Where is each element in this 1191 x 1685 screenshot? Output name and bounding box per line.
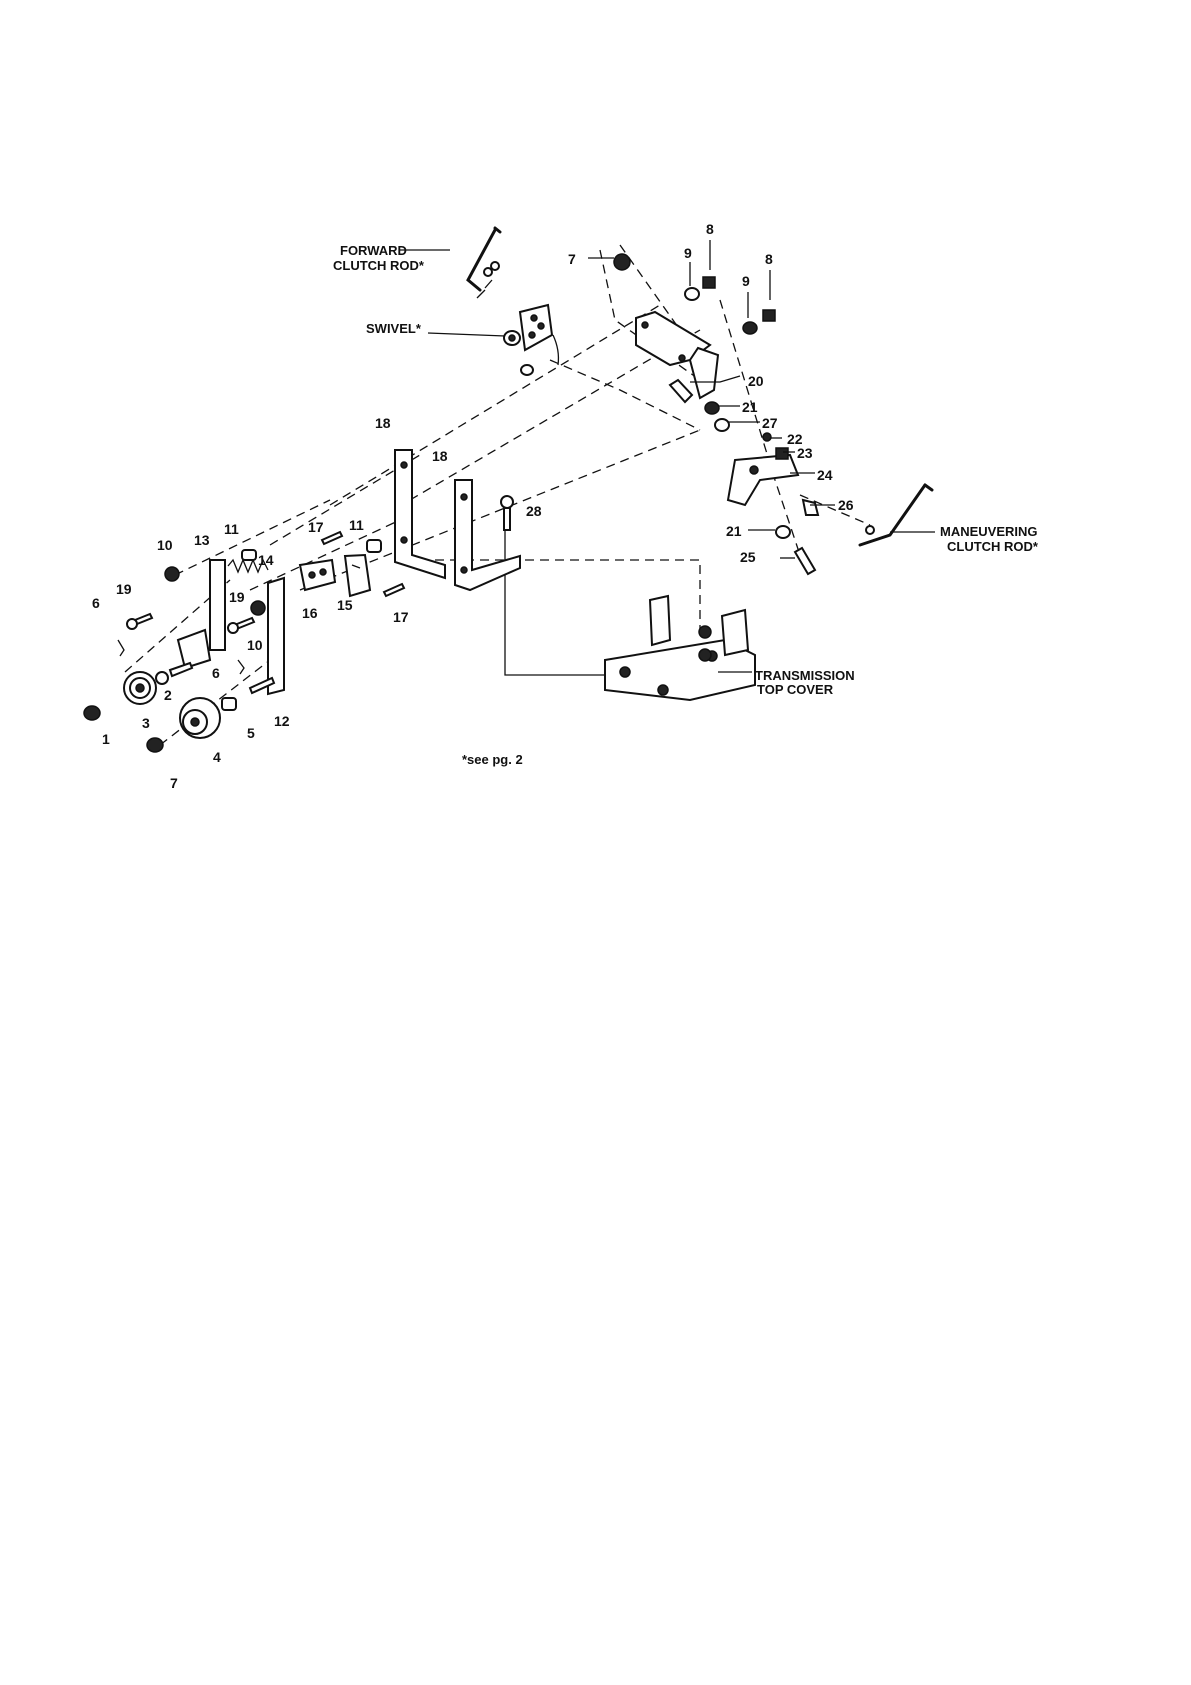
hardware-top-right	[614, 254, 818, 574]
callout-7-bottom: 7	[170, 775, 178, 791]
callout-9-left: 9	[684, 245, 692, 261]
lever-24	[670, 380, 798, 505]
callout-24: 24	[817, 467, 833, 483]
callout-4: 4	[213, 749, 221, 765]
callout-2: 2	[164, 687, 172, 703]
callout-14: 14	[258, 552, 274, 568]
callout-19-mid: 19	[229, 589, 245, 605]
transmission-top-cover-label-2: TOP COVER	[757, 682, 834, 697]
callout-18-right: 18	[432, 448, 448, 464]
callout-6-left: 6	[92, 595, 100, 611]
callout-12: 12	[274, 713, 290, 729]
callout-10-left: 10	[157, 537, 173, 553]
callout-13: 13	[194, 532, 210, 548]
bolt-28	[501, 496, 513, 530]
swivel-label: SWIVEL*	[366, 321, 422, 336]
callout-1: 1	[102, 731, 110, 747]
callout-3: 3	[142, 715, 150, 731]
callout-18-left: 18	[375, 415, 391, 431]
callout-11-left: 11	[224, 521, 239, 537]
callout-6-mid: 6	[212, 665, 220, 681]
callout-19-left: 19	[116, 581, 132, 597]
callout-21-top: 21	[742, 399, 758, 415]
callout-28: 28	[526, 503, 542, 519]
callout-11-right: 11	[349, 517, 364, 533]
callout-9-right: 9	[742, 273, 750, 289]
callout-17-top: 17	[308, 519, 324, 535]
maneuvering-clutch-rod-label-1: MANEUVERING	[940, 524, 1038, 539]
callout-8-right: 8	[765, 251, 773, 267]
callout-27: 27	[762, 415, 778, 431]
left-arm-assembly	[84, 532, 404, 752]
forward-clutch-rod	[468, 228, 500, 298]
callout-23: 23	[797, 445, 813, 461]
callout-15: 15	[337, 597, 353, 613]
maneuvering-clutch-rod-label-2: CLUTCH ROD*	[947, 539, 1039, 554]
swivel-part	[504, 305, 558, 375]
transmission-top-cover-label-1: TRANSMISSION	[755, 668, 855, 683]
forward-clutch-rod-label-1: FORWARD	[340, 243, 407, 258]
callout-5: 5	[247, 725, 255, 741]
maneuvering-clutch-rod	[860, 485, 932, 545]
callout-10-mid: 10	[247, 637, 263, 653]
callout-25: 25	[740, 549, 756, 565]
callout-16: 16	[302, 605, 318, 621]
callout-17-bottom: 17	[393, 609, 409, 625]
callout-20: 20	[748, 373, 764, 389]
callout-8-left: 8	[706, 221, 714, 237]
callout-21-bottom: 21	[726, 523, 742, 539]
see-page-footnote: *see pg. 2	[462, 752, 523, 767]
callout-26: 26	[838, 497, 854, 513]
callout-7-top: 7	[568, 251, 576, 267]
forward-clutch-rod-label-2: CLUTCH ROD*	[333, 258, 425, 273]
transmission-top-cover	[605, 596, 755, 700]
bracket-18-left	[395, 450, 445, 578]
